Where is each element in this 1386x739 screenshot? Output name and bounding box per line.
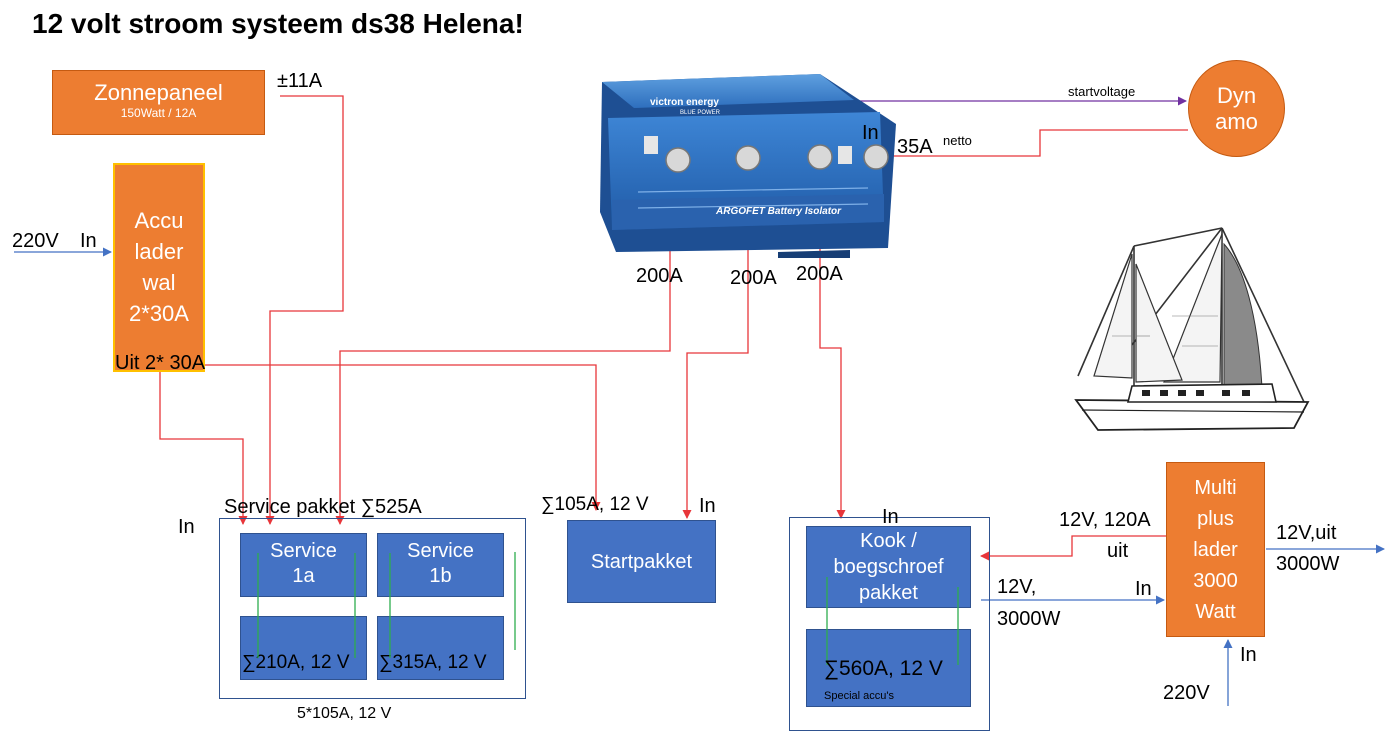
- wire-charger-to-service: [159, 372, 248, 525]
- kitchen-name-line: boegschroef: [833, 556, 944, 578]
- kitchen-battery-box: [806, 629, 971, 707]
- multiplus-name-line: plus: [1197, 508, 1234, 530]
- kitchen-capacity: ∑560A, 12 V: [824, 657, 943, 680]
- kitchen-name-line: Kook /: [860, 530, 917, 552]
- isolator-output-2: 200A: [730, 267, 777, 289]
- kitchen-name-line: pakket: [859, 582, 918, 604]
- wire-isolator-to-start: [682, 166, 749, 519]
- charger-output-label: Uit 2* 30A: [115, 352, 206, 374]
- alternator-current: 35A: [897, 136, 933, 158]
- sailboat-icon: [1074, 227, 1310, 431]
- charger-input-label: In: [80, 230, 97, 252]
- multiplus-name-line: 3000: [1193, 570, 1238, 592]
- service-1b-capacity: ∑315A, 12 V: [379, 652, 487, 673]
- alternator-name-line: amo: [1215, 109, 1258, 134]
- solar-panel-spec: 150Watt / 12A: [120, 106, 197, 120]
- isolator-output-3: 200A: [796, 263, 843, 285]
- wire-solar-to-service: [265, 95, 344, 525]
- multiplus-ac-out-line: 12V,uit: [1276, 522, 1337, 544]
- battery-isolator-device: victron energy BLUE POWER ARGOFET Batter…: [600, 74, 896, 258]
- charger-name-line: Accu: [134, 208, 184, 233]
- isolator-model: ARGOFET Battery Isolator: [715, 206, 842, 217]
- alternator-current-note: netto: [943, 133, 972, 148]
- charger-input-voltage: 220V: [12, 230, 59, 252]
- start-pack-name: Startpakket: [590, 551, 693, 573]
- solar-panel-name: Zonnepaneel: [94, 80, 223, 105]
- isolator-brand-sub: BLUE POWER: [680, 110, 721, 116]
- kitchen-note: Special accu's: [824, 690, 894, 702]
- charger-name-line: wal: [142, 270, 176, 295]
- kitchen-link-lines: [826, 577, 959, 665]
- terminal-icon: [863, 144, 889, 170]
- service-link-lines: [257, 552, 516, 658]
- service-bank-1b-lower: [377, 616, 504, 680]
- start-pack-box: Startpakket: [567, 520, 716, 603]
- kitchen-in-label: In: [882, 506, 899, 528]
- wire-charger-to-start: [113, 364, 601, 511]
- multiplus-ac-in-label: In: [1240, 644, 1257, 666]
- service-bank-1b: Service 1b: [377, 533, 504, 597]
- alternator-circle: Dyn amo: [1188, 60, 1285, 157]
- terminal-icon: [735, 145, 761, 171]
- diagram-title: 12 volt stroom systeem ds38 Helena!: [32, 8, 524, 39]
- service-in-label: In: [178, 516, 195, 538]
- multiplus-dc-in-line: 3000W: [997, 608, 1061, 630]
- service-bank-1a-lower: [240, 616, 367, 680]
- isolator-brand: victron energy: [650, 97, 719, 108]
- service-pack-frame: [219, 518, 526, 699]
- terminal-icon: [665, 147, 691, 173]
- kitchen-pack-box: Kook / boegschroef pakket: [806, 526, 971, 608]
- terminal-icon: [807, 144, 833, 170]
- isolator-input-label: In: [862, 122, 879, 144]
- solar-current: ±11A: [277, 70, 323, 92]
- service-1a-name-line: Service: [270, 540, 337, 562]
- service-1b-name-line: Service: [407, 540, 474, 562]
- service-1a-name-line: 1a: [292, 565, 315, 587]
- charger-name-line: 2*30A: [129, 301, 189, 326]
- multiplus-name-line: Multi: [1194, 477, 1237, 499]
- multiplus-charge-out-2: uit: [1107, 540, 1129, 562]
- solar-panel-box: Zonnepaneel 150Watt / 12A: [52, 70, 265, 135]
- start-pack-header: ∑105A, 12 V: [541, 494, 649, 515]
- multiplus-charge-out: 12V, 120A: [1059, 509, 1151, 531]
- startvoltage-label: startvoltage: [1068, 84, 1136, 99]
- multiplus-dc-in-label: In: [1135, 578, 1152, 600]
- service-1a-capacity: ∑210A, 12 V: [242, 652, 350, 673]
- shore-charger-box: Accu lader wal 2*30A: [113, 163, 205, 372]
- start-in-label: In: [699, 495, 716, 517]
- multiplus-name-line: lader: [1193, 539, 1238, 561]
- isolator-output-1: 200A: [636, 265, 683, 287]
- wire-multiplus-to-kitchen: [980, 535, 1166, 561]
- service-1b-name-line: 1b: [429, 565, 452, 587]
- kitchen-pack-frame: [789, 517, 990, 731]
- alternator-name-line: Dyn: [1216, 83, 1257, 108]
- service-bank-1a: Service 1a: [240, 533, 367, 597]
- multiplus-ac-in-voltage: 220V: [1163, 682, 1210, 704]
- service-pack-header: Service pakket ∑525A: [224, 496, 422, 518]
- multiplus-box: Multi plus lader 3000 Watt: [1166, 462, 1265, 637]
- multiplus-dc-in-line: 12V,: [997, 576, 1037, 598]
- wire-alternator-to-isolator: [883, 129, 1188, 161]
- wire-isolator-to-service: [335, 196, 671, 525]
- multiplus-name-line: Watt: [1195, 601, 1236, 623]
- service-pack-footer: 5*105A, 12 V: [297, 705, 392, 722]
- multiplus-ac-out-line: 3000W: [1276, 553, 1340, 575]
- charger-name-line: lader: [134, 239, 184, 264]
